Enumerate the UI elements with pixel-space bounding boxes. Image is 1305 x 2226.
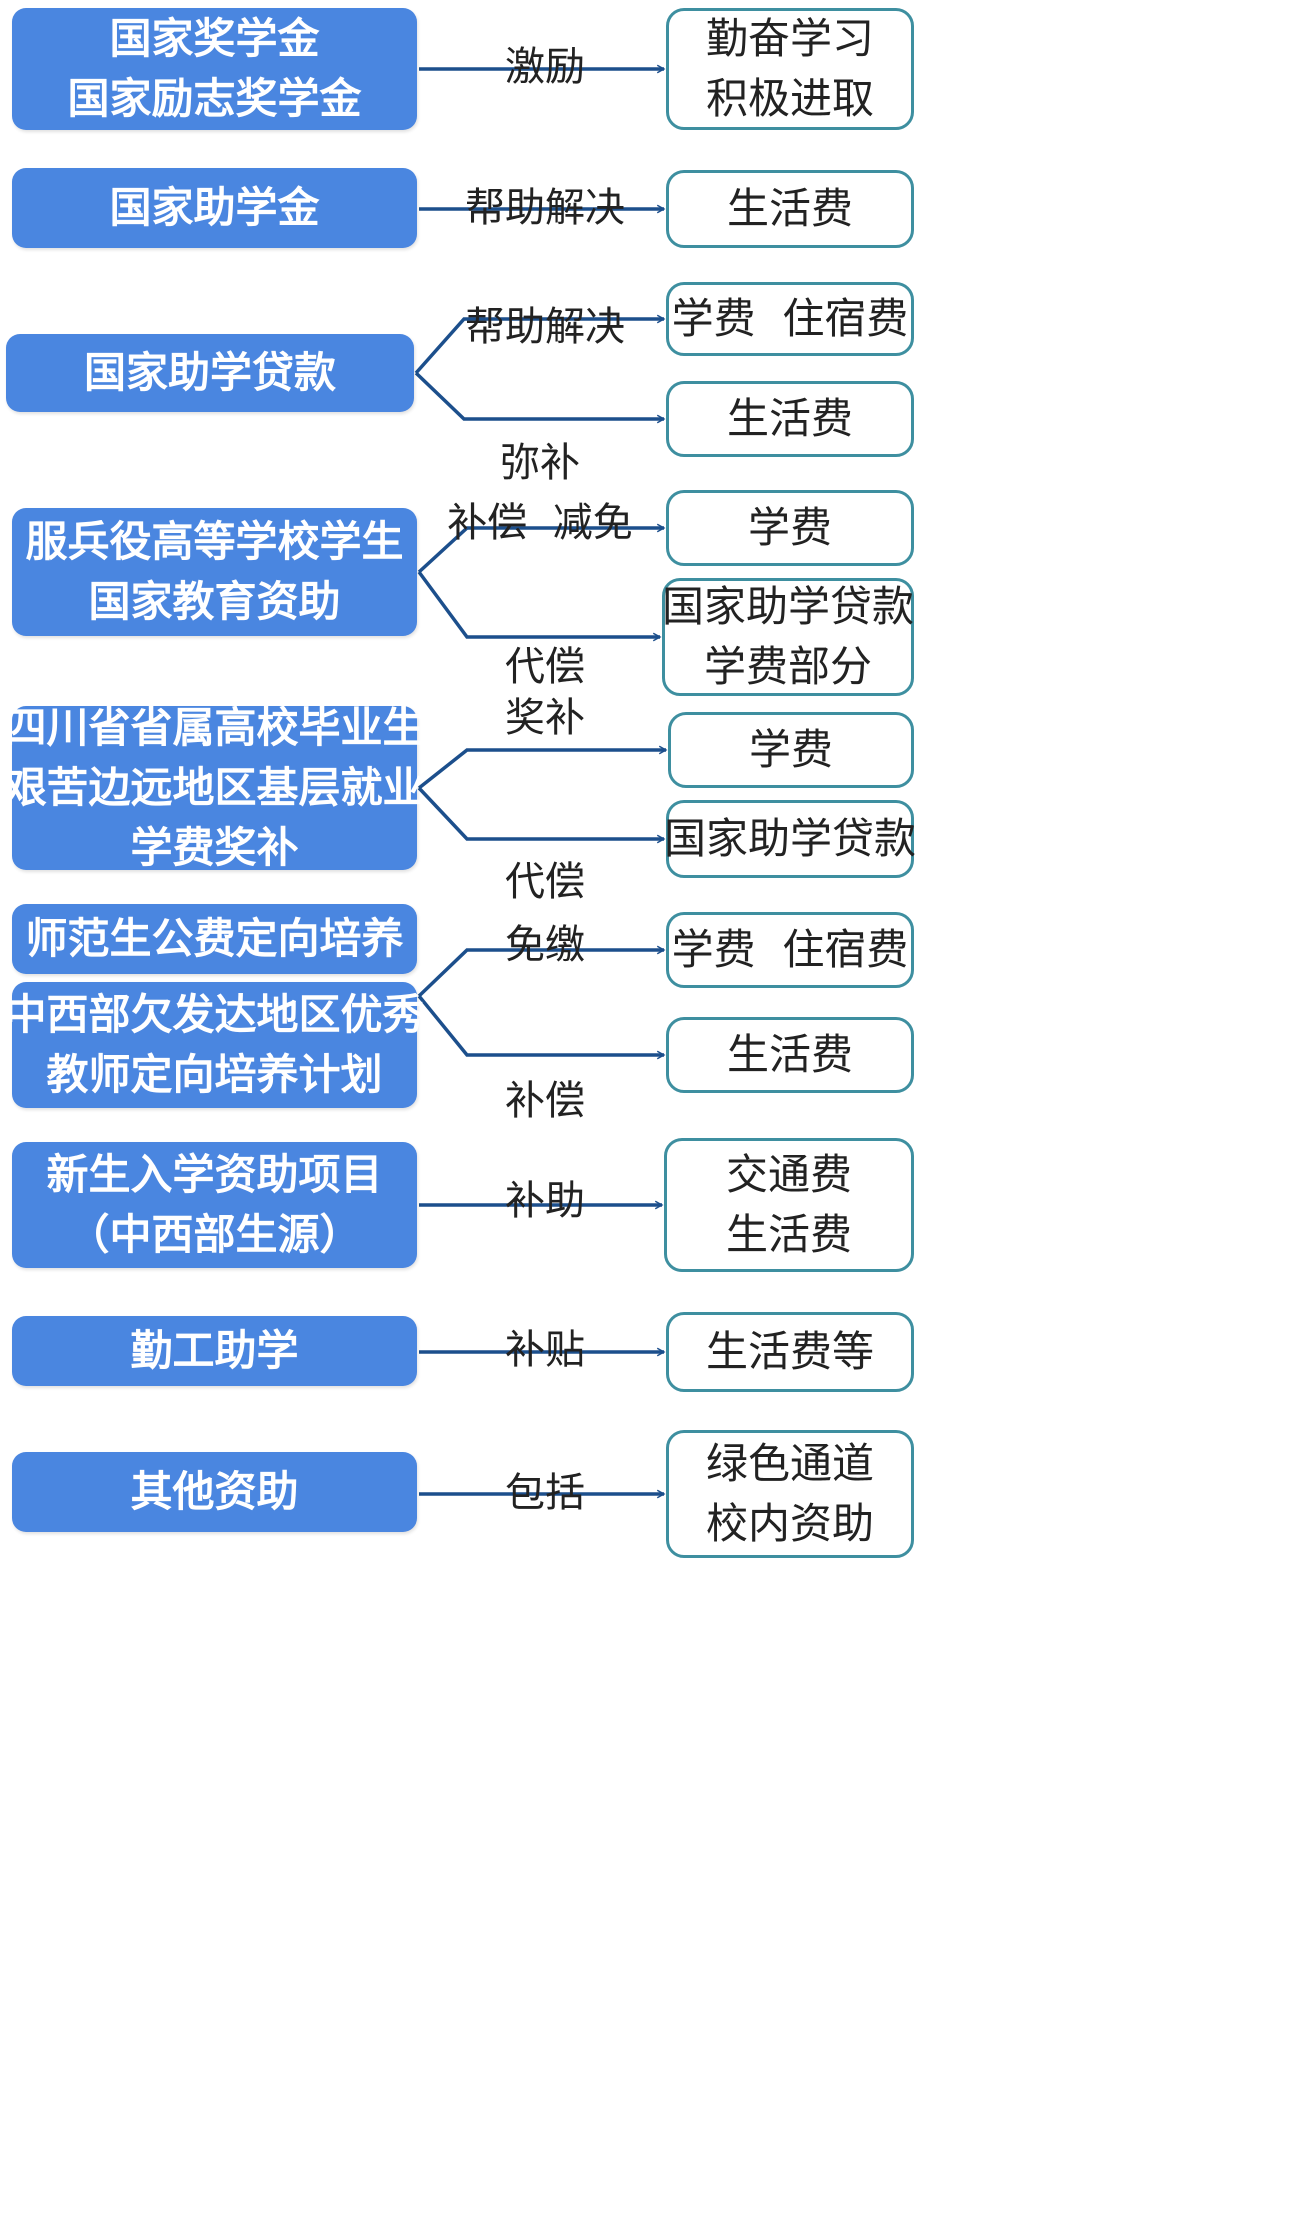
edge-label: 补助: [505, 1178, 585, 1224]
target-box: 生活费: [666, 381, 914, 457]
target-box: 生活费: [666, 1017, 914, 1093]
target-box: 国家助学贷款学费部分: [662, 578, 914, 696]
source-box: 中西部欠发达地区优秀教师定向培养计划: [5, 982, 425, 1108]
target-box-line: 绿色通道: [705, 1439, 874, 1488]
source-box-line: （中西部生源）: [67, 1210, 362, 1259]
source-box-line: 国家教育资助: [88, 577, 341, 626]
source-box-line: 国家奖学金: [109, 14, 320, 63]
source-box: 国家助学金: [12, 168, 417, 248]
edge-label: 奖补: [505, 695, 585, 741]
source-box: 国家助学贷款: [6, 334, 414, 412]
arrow-connector: [417, 950, 664, 998]
edge-label: 帮助解决: [465, 185, 625, 231]
edge-label: 代偿: [505, 859, 585, 905]
target-box-line: 交通费: [725, 1150, 852, 1199]
target-box-line: 学费: [748, 725, 833, 774]
target-box-line: 生活费: [725, 1210, 852, 1259]
target-box-line: 国家助学贷款: [664, 814, 917, 863]
source-box-line: 新生入学资助项目: [46, 1150, 383, 1199]
target-box-line: 生活费: [726, 184, 853, 233]
source-box: 新生入学资助项目 （中西部生源）: [12, 1142, 417, 1268]
target-box-line: 生活费: [726, 394, 853, 443]
arrow-connector: [417, 750, 666, 790]
source-box-line: 艰苦边远地区基层就业: [4, 763, 425, 812]
edge-label: 帮助解决: [465, 304, 625, 350]
source-box-line: 国家助学金: [109, 183, 320, 232]
edge-label: 补偿 减免: [447, 500, 633, 546]
edge-label: 免缴: [505, 922, 585, 968]
edge-label: 激励: [505, 44, 585, 90]
source-box-line: 教师定向培养计划: [46, 1050, 383, 1099]
arrow-connector: [414, 319, 664, 375]
source-box: 四川省省属高校毕业生艰苦边远地区基层就业学费奖补: [5, 703, 425, 872]
source-box-line: 学费奖补: [130, 823, 299, 872]
target-box: 学费 住宿费: [666, 912, 914, 988]
target-box-line: 勤奋学习: [705, 14, 874, 63]
source-box-line: 其他资助: [130, 1467, 299, 1516]
arrow-connector: [414, 371, 664, 419]
source-box: 其他资助: [12, 1452, 417, 1532]
target-box: 学费: [668, 712, 914, 788]
target-box: 生活费等: [666, 1312, 914, 1392]
source-box: 勤工助学: [12, 1316, 417, 1386]
arrow-connector: [417, 528, 664, 574]
target-box: 学费 住宿费: [666, 282, 914, 356]
arrow-connector: [417, 786, 664, 839]
target-box-line: 学费: [747, 503, 832, 552]
target-box: 生活费: [666, 170, 914, 248]
target-box-line: 校内资助: [705, 1499, 874, 1548]
source-box-line: 中西部欠发达地区优秀: [4, 990, 425, 1039]
arrow-connector: [417, 570, 660, 637]
source-box: 国家奖学金国家励志奖学金: [12, 8, 417, 130]
source-box-line: 国家励志奖学金: [67, 74, 362, 123]
arrow-connector: [417, 994, 664, 1055]
target-box-line: 生活费等: [705, 1327, 874, 1376]
edge-label: 弥补: [500, 440, 580, 486]
source-box-line: 四川省省属高校毕业生: [4, 703, 425, 752]
target-box-line: 学费部分: [703, 642, 872, 691]
target-box-line: 国家助学贷款: [662, 582, 915, 631]
source-box-line: 勤工助学: [130, 1326, 299, 1375]
target-box: 勤奋学习积极进取: [666, 8, 914, 130]
source-box: 师范生公费定向培养: [12, 904, 417, 974]
source-box-line: 国家助学贷款: [83, 348, 336, 397]
target-box-line: 学费 住宿费: [671, 925, 909, 974]
target-box: 绿色通道校内资助: [666, 1430, 914, 1558]
target-box-line: 生活费: [726, 1030, 853, 1079]
target-box-line: 学费 住宿费: [671, 294, 909, 343]
target-box: 交通费生活费: [664, 1138, 914, 1272]
source-box-line: 服兵役高等学校学生: [25, 517, 404, 566]
source-box-line: 师范生公费定向培养: [25, 914, 404, 963]
target-box-line: 积极进取: [705, 74, 874, 123]
edge-label: 代偿: [505, 644, 585, 690]
edge-label: 补贴: [505, 1327, 585, 1373]
edge-label: 补偿: [505, 1078, 585, 1124]
edge-label: 包括: [505, 1470, 585, 1516]
target-box: 国家助学贷款: [664, 800, 917, 878]
target-box: 学费: [666, 490, 914, 566]
source-box: 服兵役高等学校学生国家教育资助: [12, 508, 417, 636]
